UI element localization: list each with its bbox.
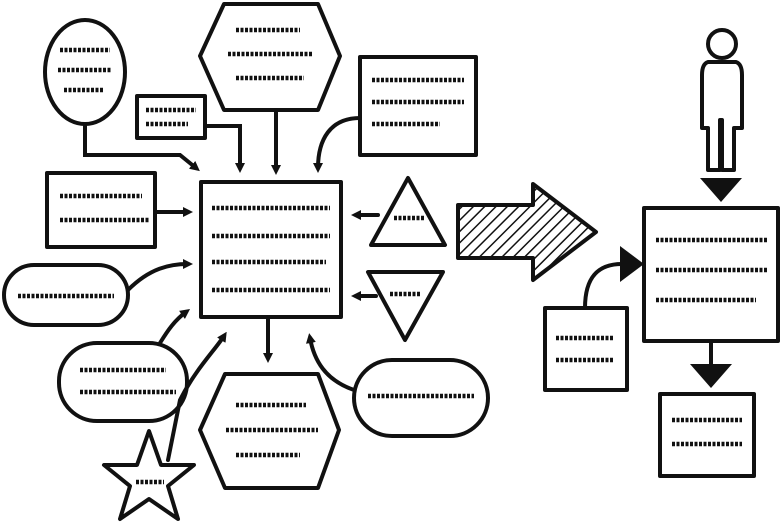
- triangle-node-up: [369, 176, 447, 247]
- star-node: [102, 429, 196, 521]
- right-bottom-box-node: [658, 392, 756, 478]
- hatched-arrow-icon: [456, 182, 598, 282]
- box-node-left: [45, 171, 157, 249]
- small-box-node: [135, 94, 207, 140]
- oval-node-top-left: [43, 18, 127, 126]
- hexagon-node-top: [198, 2, 342, 112]
- pill-node-left: [2, 263, 130, 327]
- oval-node-bottom-left: [57, 341, 189, 423]
- right-small-box-node: [543, 306, 629, 392]
- center-box-node: [199, 180, 343, 319]
- box-node-top-right: [358, 55, 478, 157]
- triangle-node-down: [366, 270, 445, 342]
- right-box-node: [642, 206, 780, 343]
- arrow-figure-to-box: [700, 178, 742, 202]
- arrowhead-down: [690, 364, 732, 388]
- pill-node-bottom-right: [352, 358, 490, 438]
- hexagon-node-bottom: [198, 372, 341, 490]
- person-figure-icon: [700, 28, 744, 172]
- connector-lines: [83, 108, 380, 462]
- arrowhead-right: [620, 246, 644, 282]
- arrow-small-to-right-box: [583, 262, 624, 310]
